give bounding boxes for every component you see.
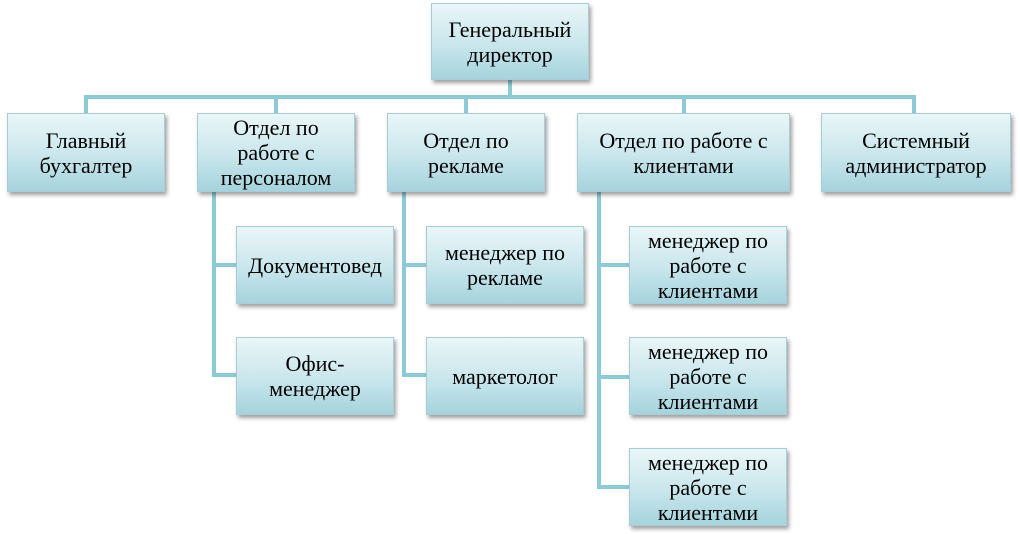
node-doc-specialist: Документовед [236, 226, 394, 304]
node-ceo: Генеральный директор [431, 3, 589, 80]
node-doc-specialist-label: Документовед [248, 252, 382, 278]
node-client-manager-2-label: менеджер по работе с клиентами [647, 338, 769, 414]
node-client-dept-label: Отдел по работе с клиентами [599, 127, 768, 178]
node-client-manager-2: менеджер по работе с клиентами [629, 337, 787, 415]
node-office-manager: Офис- менеджер [236, 337, 394, 415]
node-chief-accountant: Главный бухгалтер [7, 113, 165, 192]
node-marketer-label: маркетолог [452, 363, 558, 389]
node-client-manager-3-label: менеджер по работе с клиентами [647, 449, 769, 525]
node-hr-dept: Отдел по работе с персоналом [197, 113, 355, 192]
node-client-manager-1-label: менеджер по работе с клиентами [647, 227, 769, 303]
node-ad-dept-label: Отдел по рекламе [423, 127, 509, 178]
node-marketer: маркетолог [426, 337, 584, 415]
node-client-manager-1: менеджер по работе с клиентами [629, 226, 787, 304]
node-ad-dept: Отдел по рекламе [387, 113, 545, 192]
node-sysadmin-label: Системный администратор [845, 127, 987, 178]
node-chief-accountant-label: Главный бухгалтер [39, 127, 133, 178]
node-ceo-label: Генеральный директор [448, 16, 572, 67]
node-client-manager-3: менеджер по работе с клиентами [629, 448, 787, 526]
node-office-manager-label: Офис- менеджер [269, 351, 361, 401]
node-sysadmin: Системный администратор [821, 113, 1011, 192]
node-ad-manager-label: менеджер по рекламе [444, 240, 566, 290]
node-ad-manager: менеджер по рекламе [426, 226, 584, 304]
node-hr-dept-label: Отдел по работе с персоналом [220, 115, 332, 190]
node-client-dept: Отдел по работе с клиентами [577, 113, 790, 192]
